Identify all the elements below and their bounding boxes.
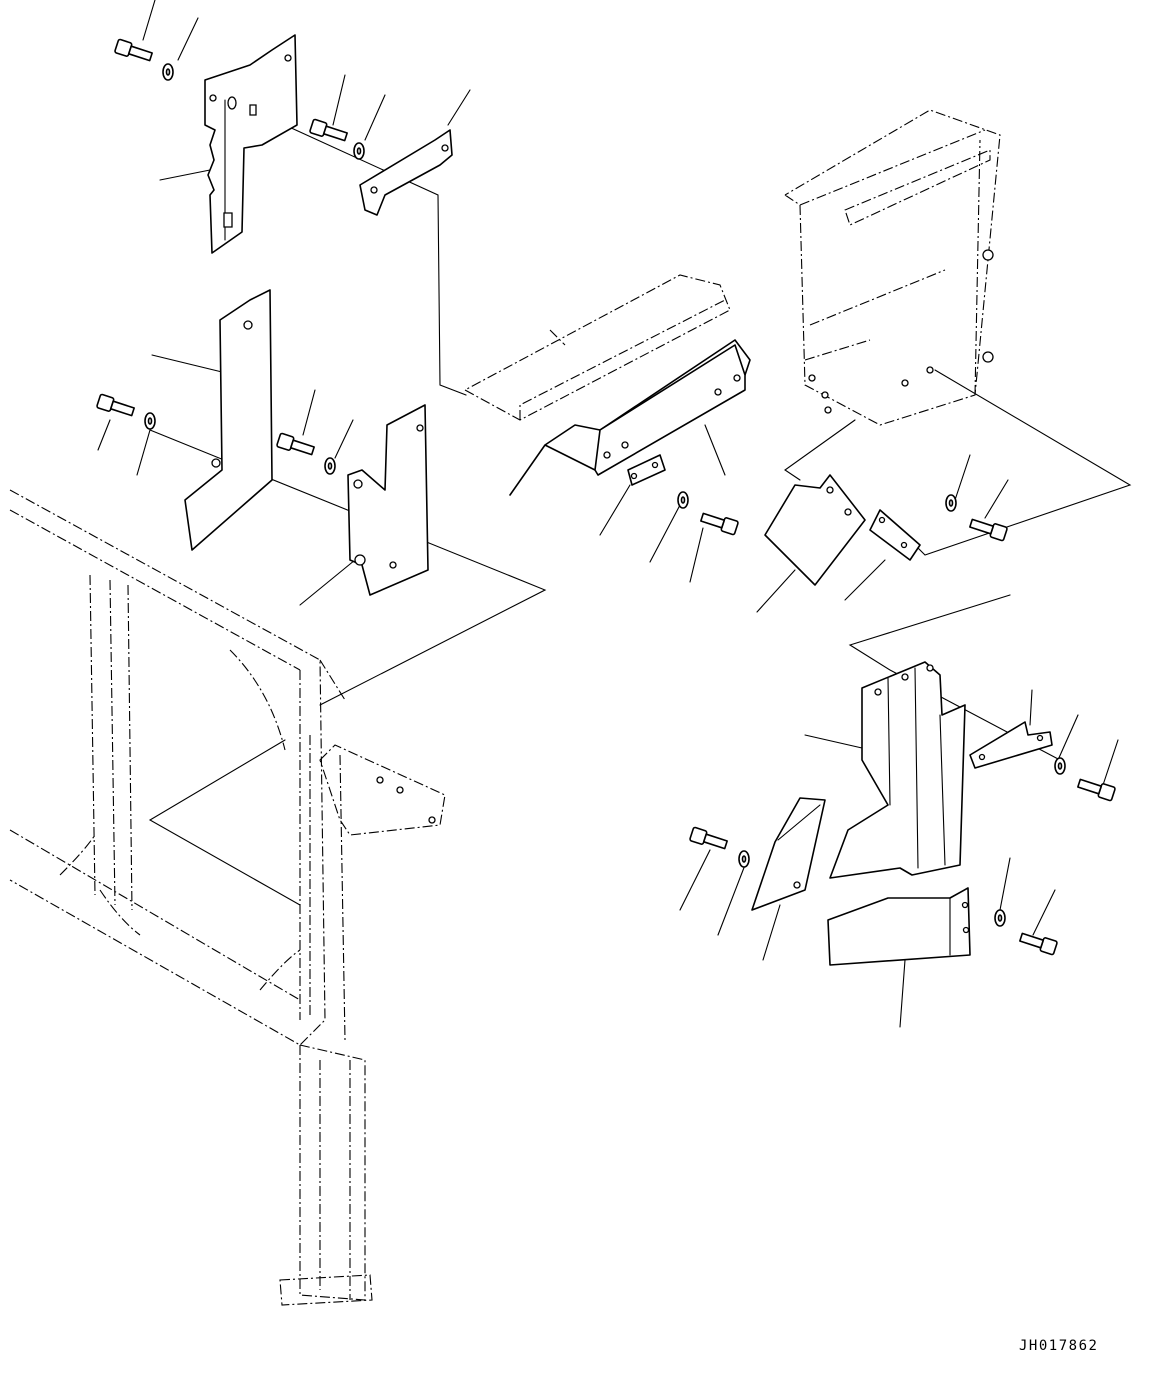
right-frame-phantom [785,110,1000,425]
bolt-icon-7 [1077,777,1116,801]
drawing-code: JH017862 [1019,1338,1099,1354]
washer-icon-4 [325,458,335,474]
bolt-icon-3 [97,394,136,418]
lower-skewed-plate [752,798,825,910]
washer-icon-1 [163,64,173,80]
washer-icon-6 [946,495,956,511]
washer-icon-2 [354,143,364,159]
leader-lines [98,0,1130,1027]
top-middle-bracket [360,130,452,215]
left-middle-cover-plate [185,290,272,550]
middle-channel-bar [510,340,750,495]
main-frame-phantom [10,490,372,1305]
washer-icon-3 [145,413,155,429]
small-clip-plate [628,455,665,485]
right-small-clip [870,510,920,560]
frame-bracket-plate [320,745,445,835]
right-column-cover [830,662,965,878]
center-l-bracket [348,405,428,595]
top-left-cover-plate [205,35,297,253]
bolt-icon-8 [690,827,729,851]
bolt-icon-1 [115,39,154,63]
lower-box-cover [828,888,970,965]
right-angled-plate [765,475,865,585]
bolt-icon-6 [969,517,1008,541]
bolt-icon-2 [310,119,349,143]
washer-icon-9 [995,910,1005,926]
mid-rail-phantom [465,275,730,420]
bolt-icon-9 [1019,931,1058,955]
washer-icon-7 [1055,758,1065,774]
washer-icon-5 [678,492,688,508]
bolt-icon-5 [700,511,739,535]
bolt-icon-4 [277,433,316,457]
washer-icon-8 [739,851,749,867]
right-angle-bracket [970,722,1052,768]
